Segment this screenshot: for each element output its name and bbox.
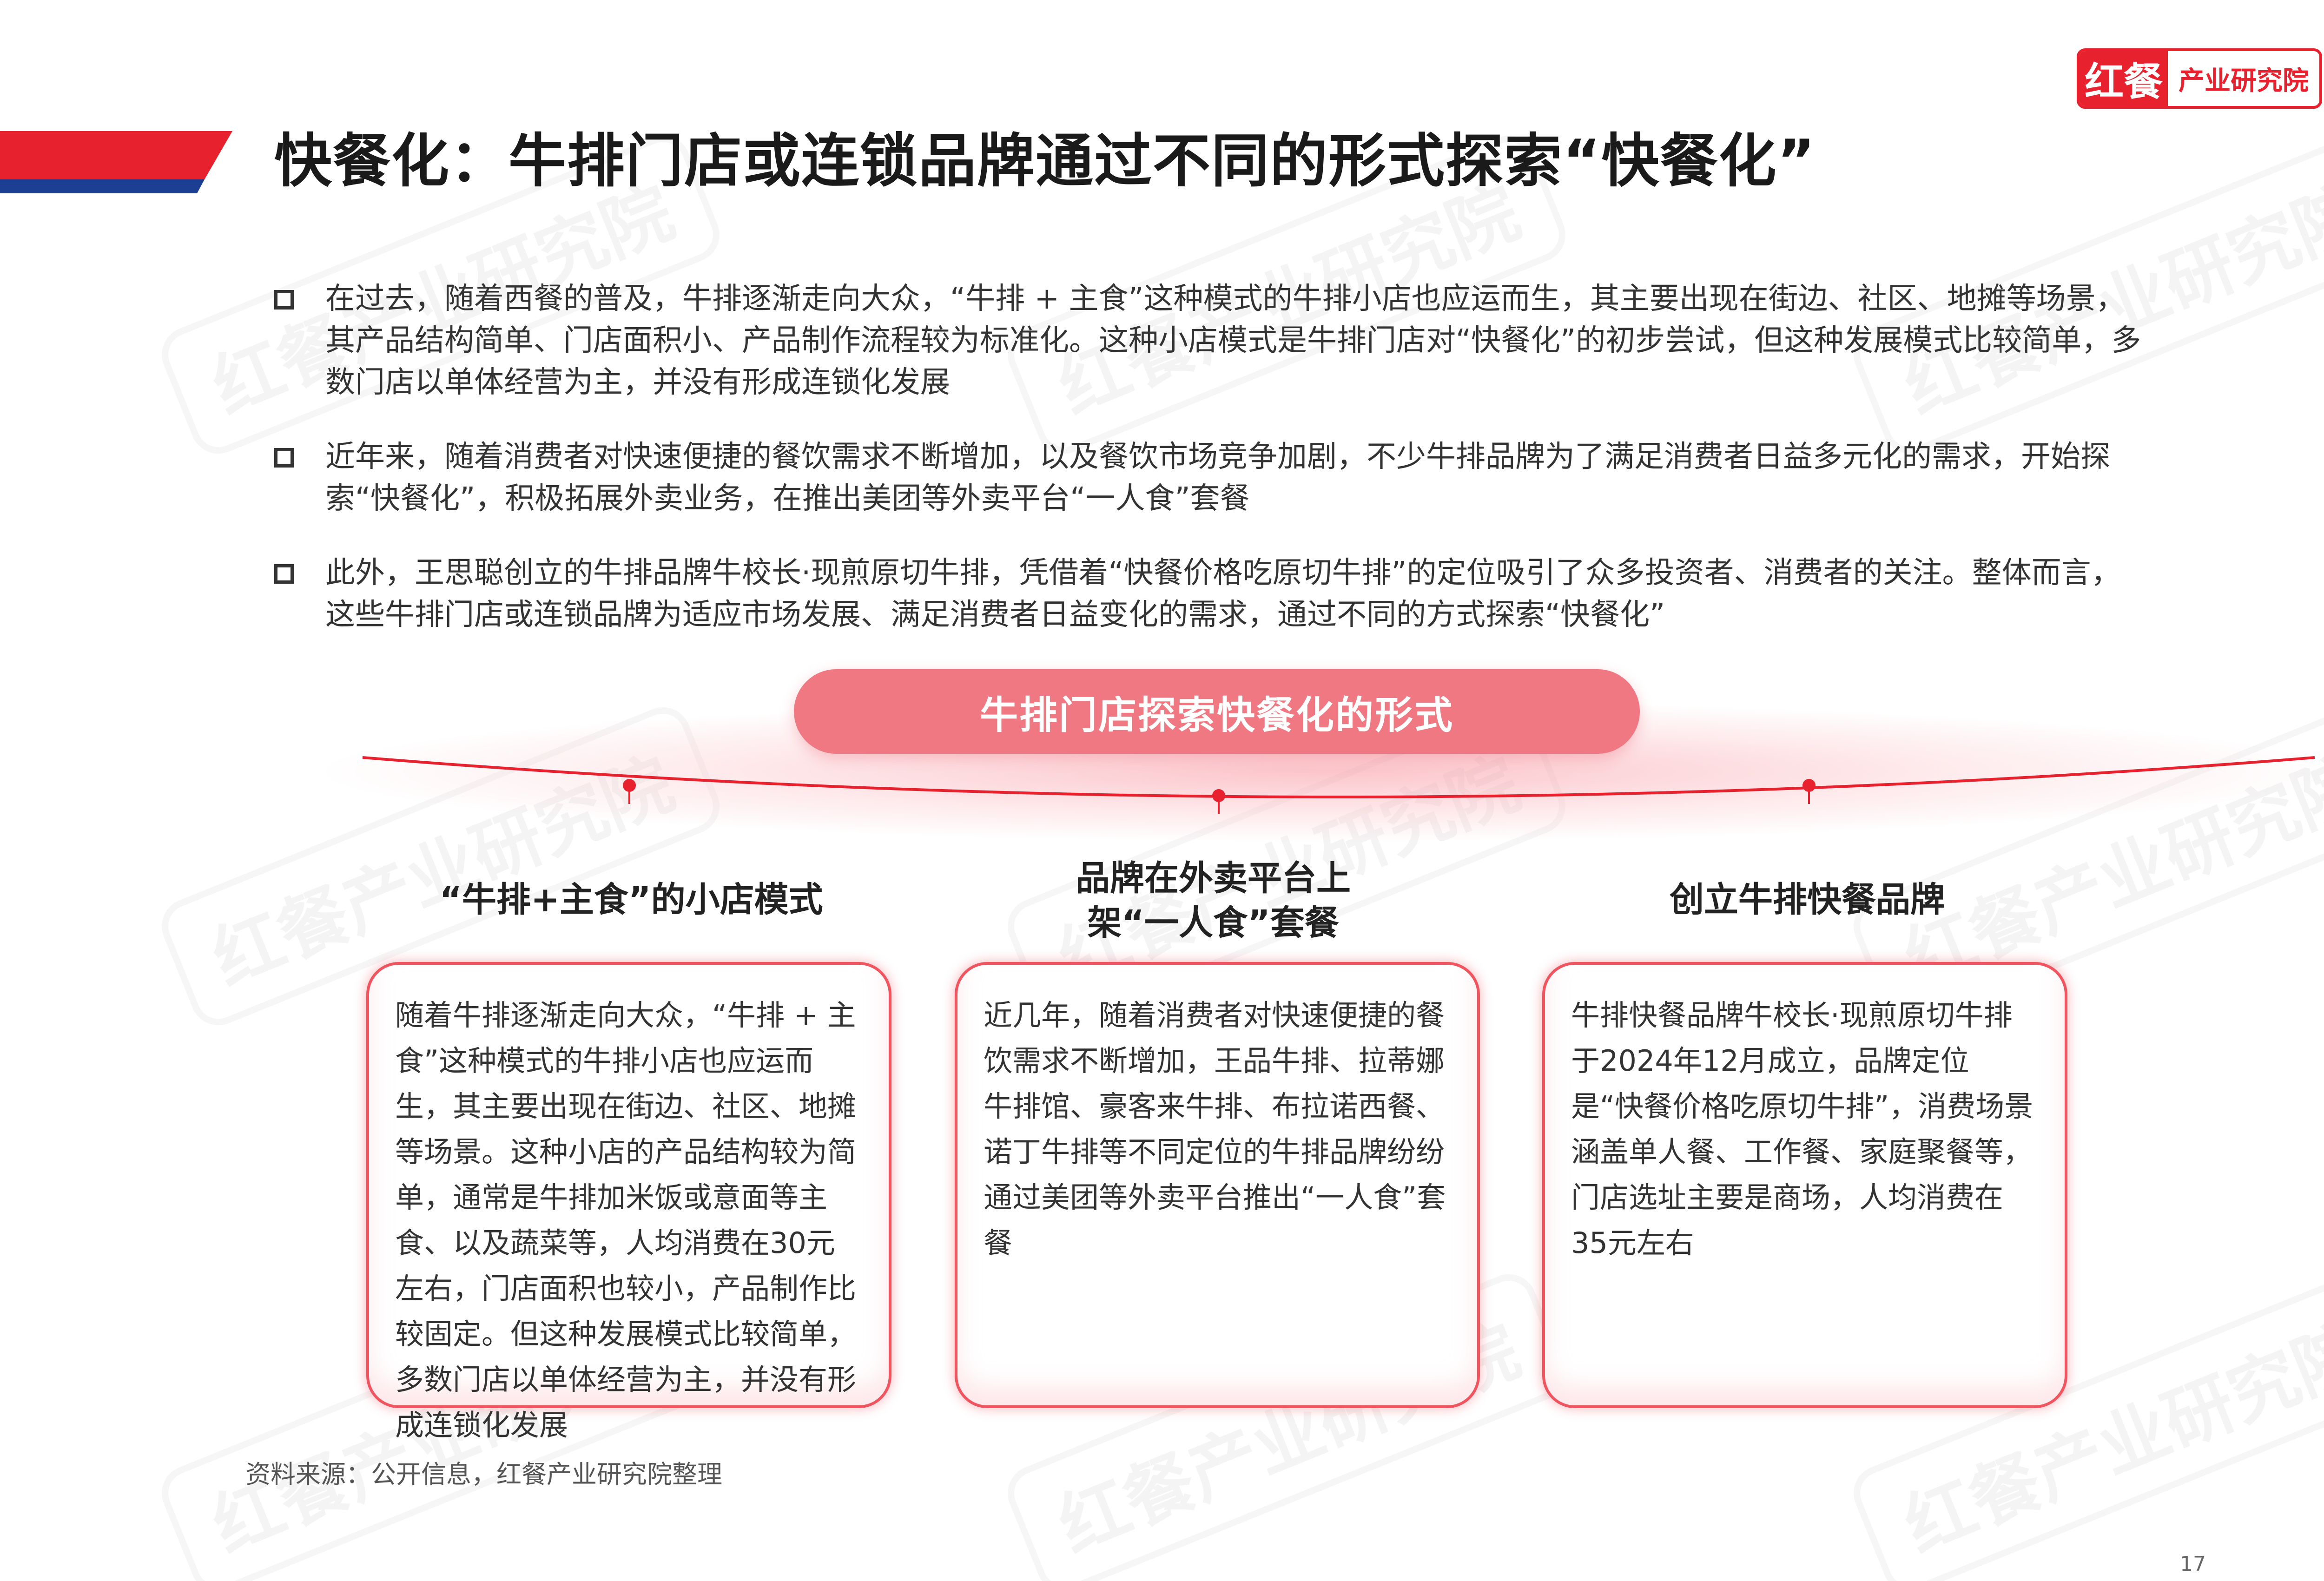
- card-text: 随着牛排逐渐走向大众，“牛排 + 主食”这种模式的牛排小店也应运而生，其主要出现…: [395, 998, 857, 1442]
- bullet-text: 此外，王思聪创立的牛排品牌牛校长·现煎原切牛排，凭借着“快餐价格吃原切牛排”的定…: [325, 556, 2121, 632]
- square-bullet-icon: [274, 564, 294, 584]
- logo-text: 产业研究院: [2179, 66, 2309, 96]
- bullet-item: 近年来，随着消费者对快速便捷的餐饮需求不断增加，以及餐饮市场竞争加剧，不少牛排品…: [270, 436, 2147, 520]
- bullet-item: 此外，王思聪创立的牛排品牌牛校长·现煎原切牛排，凭借着“快餐价格吃原切牛排”的定…: [270, 552, 2147, 636]
- banner-arc: [363, 756, 2315, 798]
- column-title: 创立牛排快餐品牌: [1670, 880, 1945, 920]
- info-card: 牛排快餐品牌牛校长·现煎原切牛排于2024年12月成立，品牌定位是“快餐价格吃原…: [1542, 962, 2067, 1408]
- pin-marker: [1212, 789, 1225, 814]
- card-text: 近几年，随着消费者对快速便捷的餐饮需求不断增加，王品牛排、拉蒂娜牛排馆、豪客来牛…: [984, 998, 1446, 1260]
- bullet-text: 在过去，随着西餐的普及，牛排逐渐走向大众，“牛排 + 主食”这种模式的牛排小店也…: [325, 282, 2141, 400]
- card-text: 牛排快餐品牌牛校长·现煎原切牛排于2024年12月成立，品牌定位是“快餐价格吃原…: [1571, 998, 2034, 1260]
- bullet-list: 在过去，随着西餐的普及，牛排逐渐走向大众，“牛排 + 主食”这种模式的牛排小店也…: [270, 278, 2147, 668]
- brand-logo: 红餐 产业研究院: [2077, 48, 2322, 109]
- square-bullet-icon: [274, 290, 294, 310]
- square-bullet-icon: [274, 448, 294, 468]
- pin-marker: [623, 779, 636, 804]
- column-title: 品牌在外卖平台上架“一人食”套餐: [1076, 858, 1351, 943]
- bullet-text: 近年来，随着消费者对快速便捷的餐饮需求不断增加，以及餐饮市场竞争加剧，不少牛排品…: [325, 440, 2110, 516]
- info-card: 近几年，随着消费者对快速便捷的餐饮需求不断增加，王品牛排、拉蒂娜牛排馆、豪客来牛…: [955, 962, 1480, 1408]
- section-banner: 牛排门店探索快餐化的形式: [794, 669, 1640, 754]
- column-title: “牛排+主食”的小店模式: [439, 880, 823, 920]
- logo-mark: 红餐: [2080, 51, 2168, 106]
- page-title: 快餐化：牛排门店或连锁品牌通过不同的形式探索“快餐化”: [274, 128, 1816, 195]
- pin-marker: [1802, 779, 1816, 804]
- header-accent-bar: [0, 131, 232, 193]
- page-number: 17: [2180, 1552, 2206, 1576]
- bullet-item: 在过去，随着西餐的普及，牛排逐渐走向大众，“牛排 + 主食”这种模式的牛排小店也…: [270, 278, 2147, 403]
- source-note: 资料来源：公开信息，红餐产业研究院整理: [245, 1460, 722, 1489]
- info-card: 随着牛排逐渐走向大众，“牛排 + 主食”这种模式的牛排小店也应运而生，其主要出现…: [366, 962, 891, 1442]
